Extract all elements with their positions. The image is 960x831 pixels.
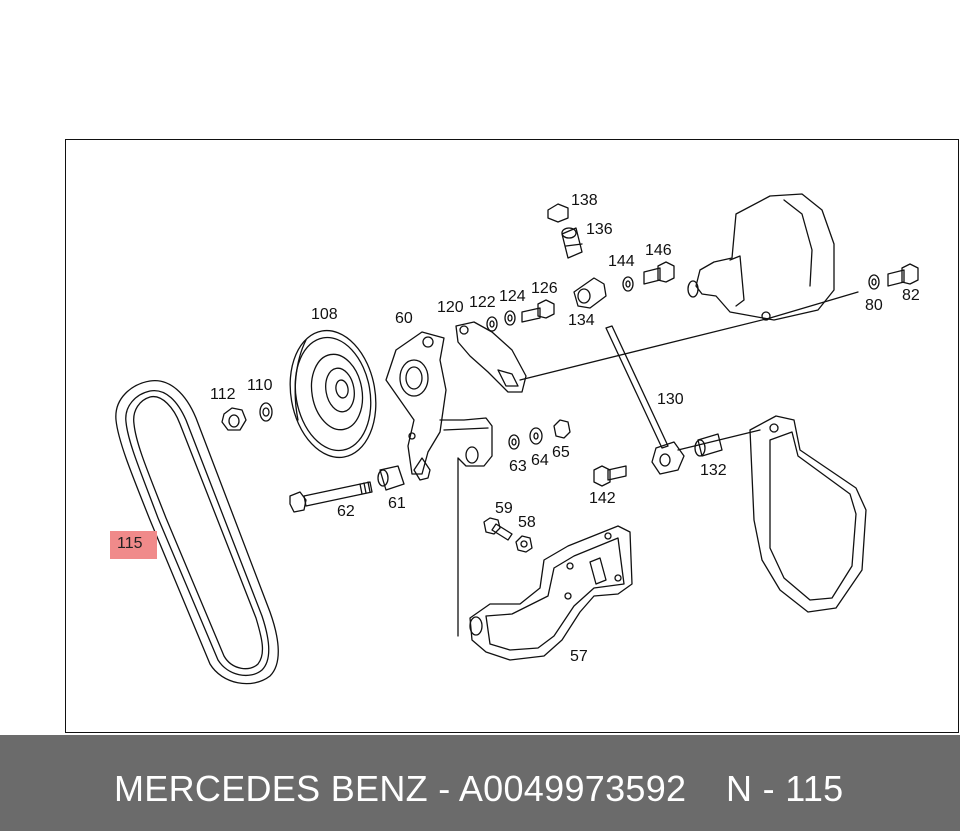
part-label-82[interactable]: 82 (902, 287, 920, 304)
nut-138-drawing[interactable] (548, 204, 568, 222)
bracket-120-drawing[interactable] (456, 322, 526, 392)
parts-diagram: 115 108 60 120 122 124 126 138 136 134 1… (0, 0, 960, 735)
part-label-112[interactable]: 112 (210, 386, 236, 403)
part-label-142[interactable]: 142 (589, 490, 616, 507)
part-label-134[interactable]: 134 (568, 312, 595, 329)
part-label-57[interactable]: 57 (570, 648, 588, 665)
part-label-64[interactable]: 64 (531, 452, 549, 469)
pump-housing-drawing[interactable] (688, 194, 834, 320)
bolt-126-drawing[interactable] (522, 300, 554, 322)
bolt-82-drawing[interactable] (888, 264, 918, 286)
part-label-126[interactable]: 126 (531, 280, 558, 297)
part-label-122[interactable]: 122 (469, 294, 496, 311)
part-label-80[interactable]: 80 (865, 297, 883, 314)
diagram-reference: N - 115 (726, 768, 844, 809)
brand-part-number: MERCEDES BENZ - A0049973592 (114, 768, 687, 809)
part-label-62[interactable]: 62 (337, 503, 355, 520)
axis-line-2 (770, 292, 858, 318)
washer-110-drawing[interactable] (260, 403, 272, 421)
part-label-146[interactable]: 146 (645, 242, 672, 259)
part-label-60[interactable]: 60 (395, 310, 413, 327)
sleeve-61-drawing[interactable] (378, 466, 404, 490)
rod-130-drawing[interactable] (606, 326, 684, 474)
washer-80-drawing[interactable] (869, 275, 879, 289)
pulley-108-drawing[interactable] (281, 324, 386, 465)
part-label-115[interactable]: 115 (110, 531, 157, 559)
part-label-58[interactable]: 58 (518, 514, 536, 531)
part-label-132[interactable]: 132 (700, 462, 727, 479)
bolt-146-drawing[interactable] (644, 262, 674, 284)
washer-64-drawing[interactable] (530, 428, 542, 444)
spacer-132-drawing[interactable] (695, 434, 722, 456)
nut-112-drawing[interactable] (222, 408, 246, 430)
bolt-59-drawing[interactable] (484, 518, 512, 540)
nut-65-drawing[interactable] (554, 420, 570, 438)
part-label-65[interactable]: 65 (552, 444, 570, 461)
footer-bar: MERCEDES BENZ - A0049973592 N - 115 (0, 735, 960, 831)
part-label-59[interactable]: 59 (495, 500, 513, 517)
part-label-138[interactable]: 138 (571, 192, 598, 209)
part-label-130[interactable]: 130 (657, 391, 684, 408)
bracket-right-drawing[interactable] (750, 416, 866, 612)
fitting-136-drawing[interactable] (562, 228, 582, 258)
bolt-142-drawing[interactable] (594, 466, 626, 486)
bolt-62-drawing[interactable] (290, 482, 372, 512)
washer-122-drawing[interactable] (487, 317, 497, 331)
nut-58-drawing[interactable] (516, 536, 532, 552)
diagram-drawing (0, 0, 960, 735)
belt-115-drawing[interactable] (116, 381, 278, 684)
washer-144-drawing[interactable] (623, 277, 633, 291)
part-label-120[interactable]: 120 (437, 299, 464, 316)
part-label-108[interactable]: 108 (311, 306, 338, 323)
part-label-110[interactable]: 110 (247, 377, 273, 394)
washer-63-drawing[interactable] (509, 435, 519, 449)
part-label-124[interactable]: 124 (499, 288, 526, 305)
washer-124-drawing[interactable] (505, 311, 515, 325)
part-label-144[interactable]: 144 (608, 253, 635, 270)
bracket-57-drawing[interactable] (470, 526, 632, 660)
bracket-60-drawing[interactable] (386, 332, 492, 636)
clamp-134-drawing[interactable] (574, 278, 606, 308)
part-label-136[interactable]: 136 (586, 221, 613, 238)
part-label-61[interactable]: 61 (388, 495, 406, 512)
part-label-63[interactable]: 63 (509, 458, 527, 475)
axis-line (520, 318, 770, 380)
